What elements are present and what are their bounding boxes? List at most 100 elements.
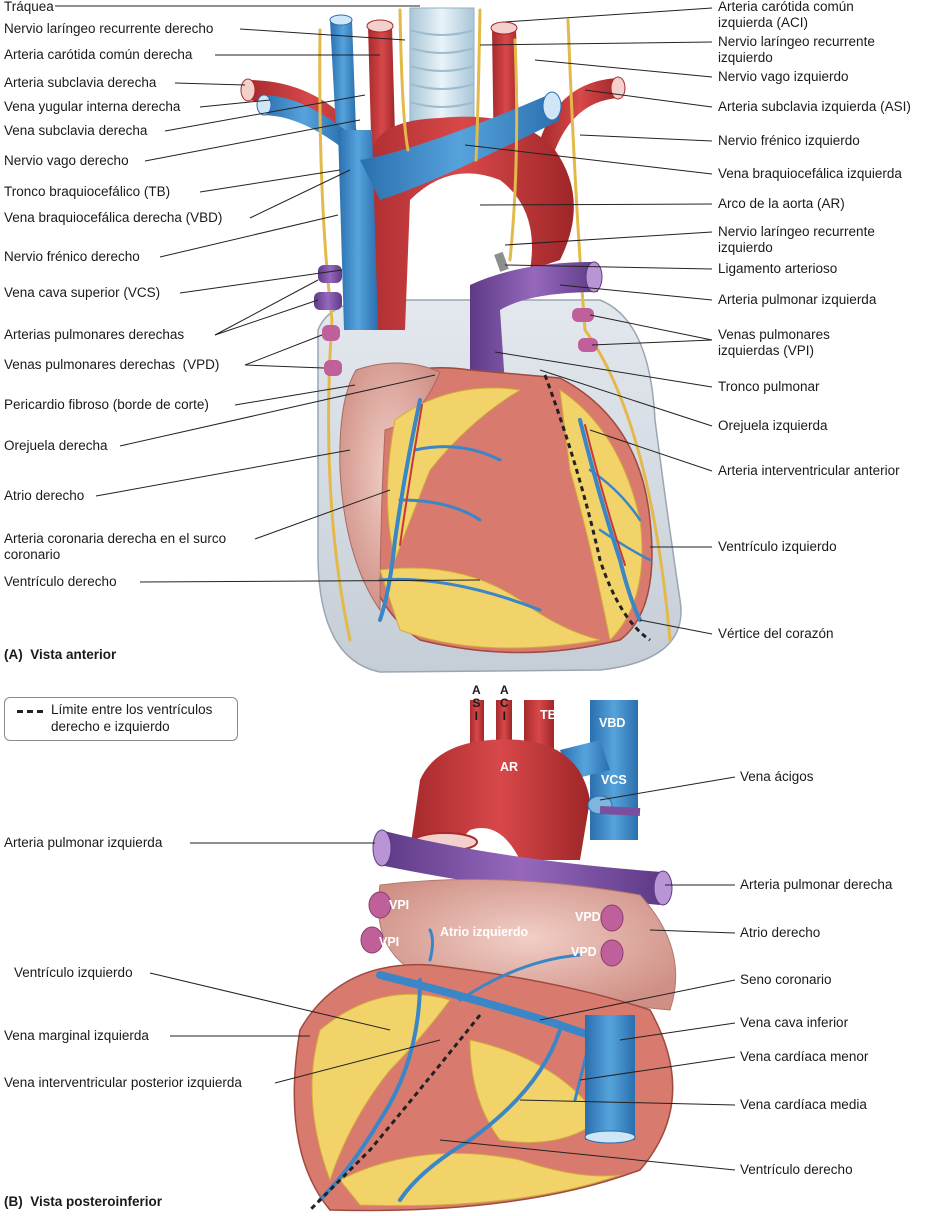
leader-line: [214, 299, 319, 336]
leader-line: [589, 429, 713, 472]
inline-aci: A C I: [500, 683, 509, 723]
leader-line: [599, 776, 736, 801]
leader-line: [139, 579, 481, 583]
leader-line: [584, 89, 713, 108]
leader-line: [144, 119, 361, 162]
label-arteria-pulmonar-izquierda-b: Arteria pulmonar izquierda: [4, 835, 163, 850]
panel-b-drawing: [293, 700, 677, 1212]
label-tronco-braquiocefalico: Tronco braquiocefálico (TB): [4, 184, 171, 199]
inline-vbd: VBD: [599, 716, 626, 730]
label-arteria-carotida-comun-izquierda: Arteria carótida común izquierda (ACI): [718, 0, 854, 30]
leader-line: [579, 134, 713, 142]
leader-line: [639, 619, 713, 635]
label-nervio-laringeo-recurrente-derecho: Nervio laríngeo recurrente derecho: [4, 21, 214, 36]
label-seno-coronario: Seno coronario: [740, 972, 832, 987]
label-nervio-vago-izquierdo: Nervio vago izquierdo: [718, 69, 849, 84]
label-arco-de-la-aorta: Arco de la aorta (AR): [718, 196, 845, 211]
leader-line: [504, 264, 713, 270]
label-orejuela-izquierda: Orejuela izquierda: [718, 418, 828, 433]
legend-text: Límite entre los ventrículos derecho e i…: [51, 702, 213, 734]
leader-line: [479, 41, 713, 46]
leader-line: [254, 489, 391, 540]
inline-vpi-1: VPI: [389, 898, 410, 912]
label-pericardio-fibroso: Pericardio fibroso (borde de corte): [4, 397, 209, 412]
legend-box: Límite entre los ventrículos derecho e i…: [4, 697, 238, 741]
label-vena-marginal-izquierda: Vena marginal izquierda: [4, 1028, 149, 1043]
inline-tb: TB: [540, 708, 557, 722]
leader-line: [95, 449, 351, 497]
leader-line: [149, 972, 391, 1031]
label-ventriculo-izquierdo-a: Ventrículo izquierdo: [718, 539, 837, 554]
label-venas-pulmonares-derechas: Venas pulmonares derechas (VPD): [4, 357, 220, 372]
inline-vpi-2: VPI: [379, 935, 400, 949]
label-vena-yugular-interna-derecha: Vena yugular interna derecha: [4, 99, 181, 114]
label-arteria-pulmonar-izquierda-a: Arteria pulmonar izquierda: [718, 292, 877, 307]
label-arterias-pulmonares-derechas: Arterias pulmonares derechas: [4, 327, 185, 342]
inline-vpd-2: VPD: [571, 945, 597, 959]
label-arteria-subclavia-izquierda: Arteria subclavia izquierda (ASI): [718, 99, 911, 114]
label-nervio-laringeo-recurrente-izquierdo-2: Nervio laríngeo recurrente izquierdo: [718, 224, 875, 255]
label-vena-braquiocefalica-derecha: Vena braquiocefálica derecha (VBD): [4, 210, 223, 225]
label-arteria-coronaria-derecha: Arteria coronaria derecha en el surco co…: [4, 531, 227, 562]
leader-line: [539, 979, 736, 1021]
label-vena-cardiaca-menor: Vena cardíaca menor: [740, 1049, 869, 1064]
leader-line: [534, 59, 713, 78]
leader-line: [479, 203, 713, 206]
label-ventriculo-derecho-a: Ventrículo derecho: [4, 574, 117, 589]
leader-line: [214, 279, 319, 336]
leader-line: [249, 169, 351, 219]
label-vena-acigos: Vena ácigos: [740, 769, 814, 784]
leader-line: [649, 929, 736, 934]
label-vena-cava-superior: Vena cava superior (VCS): [4, 285, 161, 300]
leader-line: [579, 1056, 736, 1081]
inline-vpd-1: VPD: [575, 910, 601, 924]
label-venas-pulmonares-izquierdas: Venas pulmonares izquierdas (VPI): [718, 327, 830, 358]
leader-line: [539, 369, 713, 427]
inline-ar: AR: [500, 760, 519, 774]
label-atrio-derecho-a: Atrio derecho: [4, 488, 85, 503]
leader-line: [244, 364, 325, 369]
leader-line: [164, 94, 366, 132]
leader-line: [239, 28, 406, 41]
label-arteria-carotida-comun-derecha: Arteria carótida común derecha: [4, 47, 193, 62]
label-ventriculo-derecho-b: Ventrículo derecho: [740, 1162, 853, 1177]
label-vena-cardiaca-media: Vena cardíaca media: [740, 1097, 867, 1112]
leader-line: [519, 1099, 736, 1106]
leader-line: [559, 284, 713, 301]
leader-line: [591, 339, 713, 346]
label-arteria-pulmonar-derecha: Arteria pulmonar derecha: [740, 877, 893, 892]
label-ventriculo-izquierdo-b: Ventrículo izquierdo: [14, 965, 133, 980]
label-arteria-interventricular-anterior: Arteria interventricular anterior: [718, 463, 900, 478]
caption-panel-a: (A) Vista anterior: [4, 647, 117, 662]
leader-line: [199, 169, 341, 193]
label-nervio-frenico-izquierdo: Nervio frénico izquierdo: [718, 133, 860, 148]
label-vertice-del-corazon: Vértice del corazón: [718, 626, 834, 641]
label-ligamento-arterioso: Ligamento arterioso: [718, 261, 838, 276]
leader-line: [234, 384, 356, 406]
label-arteria-subclavia-derecha: Arteria subclavia derecha: [4, 75, 157, 90]
label-tronco-pulmonar: Tronco pulmonar: [718, 379, 820, 394]
leader-line: [439, 1139, 736, 1171]
leader-line: [494, 351, 713, 388]
label-vena-cava-inferior: Vena cava inferior: [740, 1015, 849, 1030]
label-vena-subclavia-derecha: Vena subclavia derecha: [4, 123, 148, 138]
leader-lines: [55, 5, 736, 1171]
panel-a-drawing: [240, 7, 682, 673]
label-atrio-derecho-b: Atrio derecho: [740, 925, 821, 940]
inline-atrio-izquierdo: Atrio izquierdo: [440, 925, 529, 939]
leader-line: [119, 374, 436, 447]
label-nervio-laringeo-recurrente-izquierdo-1: Nervio laríngeo recurrente izquierdo: [718, 34, 875, 65]
label-traquea: Tráquea: [4, 0, 54, 14]
leader-line: [179, 269, 343, 294]
leader-line: [589, 314, 713, 341]
inline-asi: A S I: [472, 683, 481, 723]
leader-line: [504, 7, 713, 23]
label-nervio-vago-derecho: Nervio vago derecho: [4, 153, 129, 168]
dashed-line-icon: [17, 710, 43, 713]
label-vena-interventricular-posterior: Vena interventricular posterior izquierd…: [4, 1075, 242, 1090]
leader-line: [619, 1022, 736, 1041]
leader-line: [464, 144, 713, 175]
leader-line: [244, 334, 323, 366]
